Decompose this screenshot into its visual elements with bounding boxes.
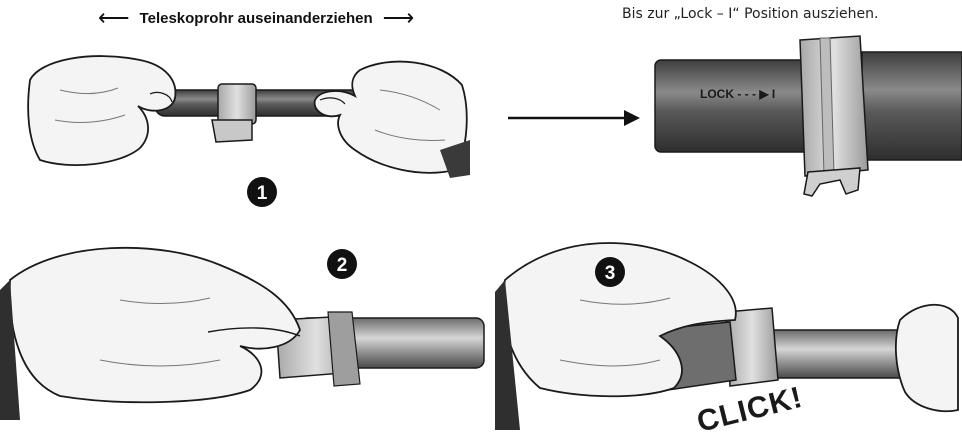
step2-number: 2: [337, 255, 348, 276]
click-label: CLICK!: [694, 381, 806, 437]
lock-caption: Bis zur „Lock – I“ Position ausziehen.: [622, 6, 879, 22]
step1-number: 1: [257, 183, 268, 204]
step1-illustration: [27, 55, 470, 178]
arrow-left-icon: ⟵: [98, 5, 130, 30]
transition-arrow: [508, 110, 640, 126]
step3-number: 3: [605, 263, 616, 284]
step2-badge: 2: [327, 249, 357, 279]
arrow-right-icon: ⟶: [382, 5, 415, 30]
step2-illustration: [0, 246, 485, 420]
lock-label: LOCK - - - ▶ I: [700, 87, 775, 101]
step1-badge: 1: [247, 177, 277, 207]
lock-detail-illustration: LOCK - - - ▶ I: [654, 35, 962, 197]
instruction-label: Teleskoprohr auseinanderziehen: [139, 9, 373, 27]
header-instruction: ⟵ Teleskoprohr auseinanderziehen ⟶: [98, 5, 414, 31]
step3-illustration: [495, 242, 959, 430]
step3-badge: 3: [595, 257, 625, 287]
